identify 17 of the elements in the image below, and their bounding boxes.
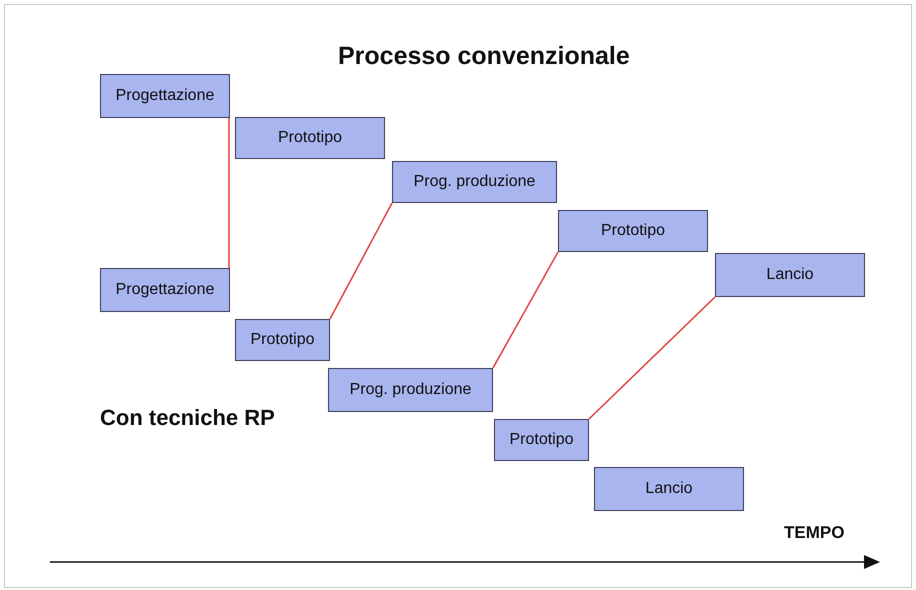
- process-box: Prototipo: [235, 117, 385, 159]
- process-box: Prog. produzione: [392, 161, 557, 203]
- axis-label: TEMPO: [784, 523, 844, 543]
- connector-line: [228, 118, 230, 268]
- process-box: Prototipo: [558, 210, 708, 252]
- connector-line: [492, 252, 559, 368]
- process-box: Lancio: [594, 467, 744, 511]
- process-box: Progettazione: [100, 74, 230, 118]
- process-box: Prototipo: [494, 419, 589, 461]
- process-box: Progettazione: [100, 268, 230, 312]
- section-title: Processo convenzionale: [338, 42, 630, 71]
- connector-line: [588, 296, 716, 420]
- connector-line: [329, 202, 393, 320]
- section-title: Con tecniche RP: [100, 405, 275, 431]
- process-box: Prog. produzione: [328, 368, 493, 412]
- process-box: Prototipo: [235, 319, 330, 361]
- process-box: Lancio: [715, 253, 865, 297]
